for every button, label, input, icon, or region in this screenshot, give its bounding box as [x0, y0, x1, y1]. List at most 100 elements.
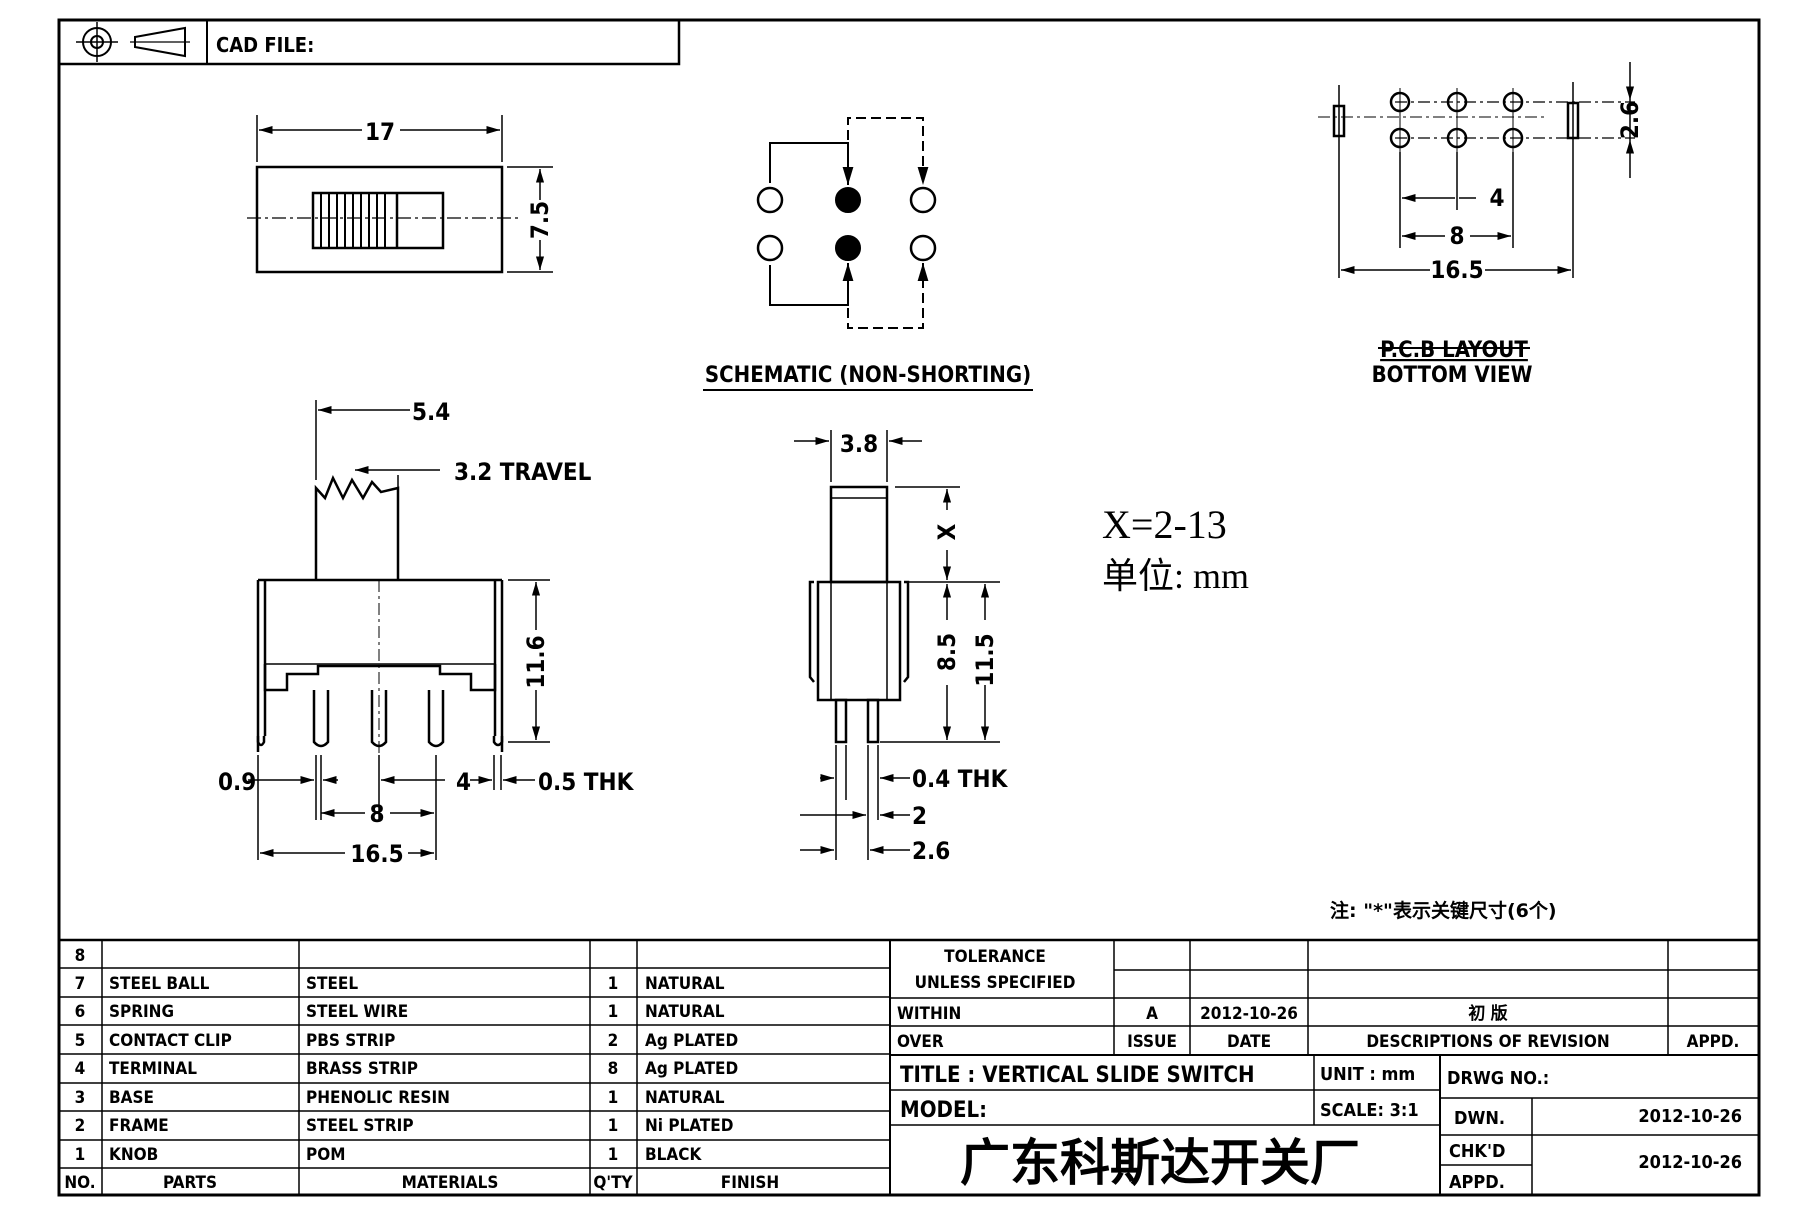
table-row: 4 TERMINAL BRASS STRIP 8 Ag PLATED — [75, 1059, 739, 1079]
svg-text:4: 4 — [75, 1059, 86, 1079]
top-view — [247, 115, 553, 274]
revision-issue: A — [1146, 1004, 1158, 1024]
svg-text:Q'TY: Q'TY — [593, 1173, 633, 1193]
dim-front-pin-pitch: 4 — [456, 768, 471, 796]
pcb-caption-line2: BOTTOM VIEW — [1372, 363, 1533, 388]
dim-top-width: 7.5 — [526, 201, 554, 239]
dim-pcb-pitch-y: 2.6 — [1616, 101, 1644, 139]
revision-block: TOLERANCE UNLESS SPECIFIED WITHIN OVER A… — [897, 947, 1739, 1052]
svg-text:7: 7 — [75, 974, 86, 994]
unit-text: UNIT : mm — [1320, 1064, 1415, 1085]
dim-front-total: 16.5 — [350, 840, 403, 868]
schematic-caption: SCHEMATIC (NON-SHORTING) — [705, 363, 1031, 388]
table-row: 2 FRAME STEEL STRIP 1 Ni PLATED — [75, 1116, 734, 1136]
svg-text:BASE: BASE — [109, 1088, 154, 1108]
descriptions-label: DESCRIPTIONS OF REVISION — [1366, 1032, 1609, 1052]
table-row: 1 KNOB POM 1 BLACK — [75, 1145, 703, 1165]
svg-text:1: 1 — [608, 1088, 619, 1108]
svg-text:NATURAL: NATURAL — [645, 1002, 725, 1022]
table-row: 6 SPRING STEEL WIRE 1 NATURAL — [75, 1002, 725, 1022]
dim-front-travel: 3.2 TRAVEL — [454, 458, 592, 486]
tolerance-label: TOLERANCE — [944, 947, 1046, 967]
svg-text:NATURAL: NATURAL — [645, 974, 725, 994]
dwn-date: 2012-10-26 — [1638, 1106, 1742, 1127]
svg-text:Ni PLATED: Ni PLATED — [645, 1116, 733, 1136]
dim-pcb-span: 8 — [1449, 222, 1464, 250]
svg-text:BRASS STRIP: BRASS STRIP — [306, 1059, 418, 1079]
svg-text:STEEL BALL: STEEL BALL — [109, 974, 210, 994]
dim-side-knob-width: 3.8 — [840, 430, 878, 458]
tolerance-over: OVER — [897, 1032, 944, 1052]
dwn-label: DWN. — [1454, 1108, 1505, 1129]
svg-text:PARTS: PARTS — [163, 1173, 217, 1193]
sheet-border — [57, 18, 1761, 1197]
svg-text:FRAME: FRAME — [109, 1116, 169, 1136]
tolerance-unless: UNLESS SPECIFIED — [915, 973, 1076, 993]
schematic-diagram — [703, 117, 1033, 391]
svg-text:STEEL WIRE: STEEL WIRE — [306, 1002, 408, 1022]
svg-text:8: 8 — [608, 1059, 619, 1079]
key-dimension-note: 注: "*"表示关键尺寸(6个) — [1330, 899, 1557, 922]
dim-side-pin: 2 — [912, 802, 927, 830]
title-text: TITLE : VERTICAL SLIDE SWITCH — [900, 1063, 1255, 1088]
dim-pcb-total: 16.5 — [1430, 256, 1483, 284]
table-row: 8 — [75, 946, 86, 966]
svg-text:Ag PLATED: Ag PLATED — [645, 1031, 738, 1051]
dim-side-thk: 0.4 THK — [912, 765, 1009, 793]
dim-pcb-pitch-x: 4 — [1489, 184, 1504, 212]
model-label: MODEL: — [900, 1098, 987, 1123]
dim-front-span: 8 — [369, 800, 384, 828]
svg-text:POM: POM — [306, 1145, 345, 1165]
side-view — [794, 430, 1000, 860]
drwg-no-label: DRWG NO.: — [1447, 1068, 1549, 1089]
dim-side-height: 11.5 — [971, 633, 999, 686]
issue-label: ISSUE — [1127, 1032, 1177, 1052]
svg-text:NATURAL: NATURAL — [645, 1088, 725, 1108]
table-row: 7 STEEL BALL STEEL 1 NATURAL — [75, 974, 725, 994]
table-row: 5 CONTACT CLIP PBS STRIP 2 Ag PLATED — [75, 1031, 739, 1051]
dim-side-x: X — [933, 523, 961, 540]
svg-text:NO.: NO. — [64, 1173, 95, 1193]
dim-front-left: 0.9 — [218, 768, 256, 796]
projection-symbol-icon — [76, 22, 190, 62]
table-row: 3 BASE PHENOLIC RESIN 1 NATURAL — [75, 1088, 725, 1108]
svg-text:6: 6 — [75, 1002, 86, 1022]
svg-text:KNOB: KNOB — [109, 1145, 158, 1165]
pcb-caption-line1: P.C.B LAYOUT — [1380, 338, 1528, 363]
tolerance-within: WITHIN — [897, 1004, 961, 1024]
appd-label: APPD. — [1449, 1172, 1505, 1193]
company-name: 广东科斯达开关厂 — [960, 1134, 1360, 1192]
svg-text:SPRING: SPRING — [109, 1002, 174, 1022]
svg-text:1: 1 — [75, 1145, 86, 1165]
table-header-row: NO. PARTS MATERIALS Q'TY FINISH — [64, 1173, 779, 1193]
dim-front-height: 11.6 — [522, 635, 550, 688]
svg-text:TERMINAL: TERMINAL — [109, 1059, 197, 1079]
svg-text:CONTACT CLIP: CONTACT CLIP — [109, 1031, 232, 1051]
title-block-grid — [59, 938, 1759, 1195]
svg-text:1: 1 — [608, 1145, 619, 1165]
chkd-date: 2012-10-26 — [1638, 1152, 1742, 1173]
svg-text:Ag PLATED: Ag PLATED — [645, 1059, 738, 1079]
dim-front-knob: 5.4 — [412, 398, 450, 426]
svg-text:5: 5 — [75, 1031, 86, 1051]
svg-text:BLACK: BLACK — [645, 1145, 702, 1165]
header-box: CAD FILE: — [57, 18, 681, 66]
revision-description: 初 版 — [1468, 1003, 1507, 1024]
pcb-layout-diagram — [1318, 62, 1635, 349]
dim-side-body: 8.5 — [933, 633, 961, 671]
svg-text:8: 8 — [75, 946, 86, 966]
chkd-label: CHK'D — [1449, 1141, 1505, 1162]
title-block: TITLE : VERTICAL SLIDE SWITCH UNIT : mm … — [900, 1063, 1742, 1193]
svg-text:STEEL STRIP: STEEL STRIP — [306, 1116, 414, 1136]
front-view — [248, 400, 550, 860]
svg-text:1: 1 — [608, 1002, 619, 1022]
variant-x-range: X=2-13 — [1102, 502, 1227, 547]
svg-text:2: 2 — [608, 1031, 619, 1051]
revision-appd-label: APPD. — [1687, 1032, 1740, 1052]
svg-text:2: 2 — [75, 1116, 86, 1136]
scale-text: SCALE: 3:1 — [1320, 1100, 1419, 1121]
svg-text:3: 3 — [75, 1088, 86, 1108]
svg-text:MATERIALS: MATERIALS — [402, 1173, 499, 1193]
date-label: DATE — [1227, 1032, 1271, 1052]
